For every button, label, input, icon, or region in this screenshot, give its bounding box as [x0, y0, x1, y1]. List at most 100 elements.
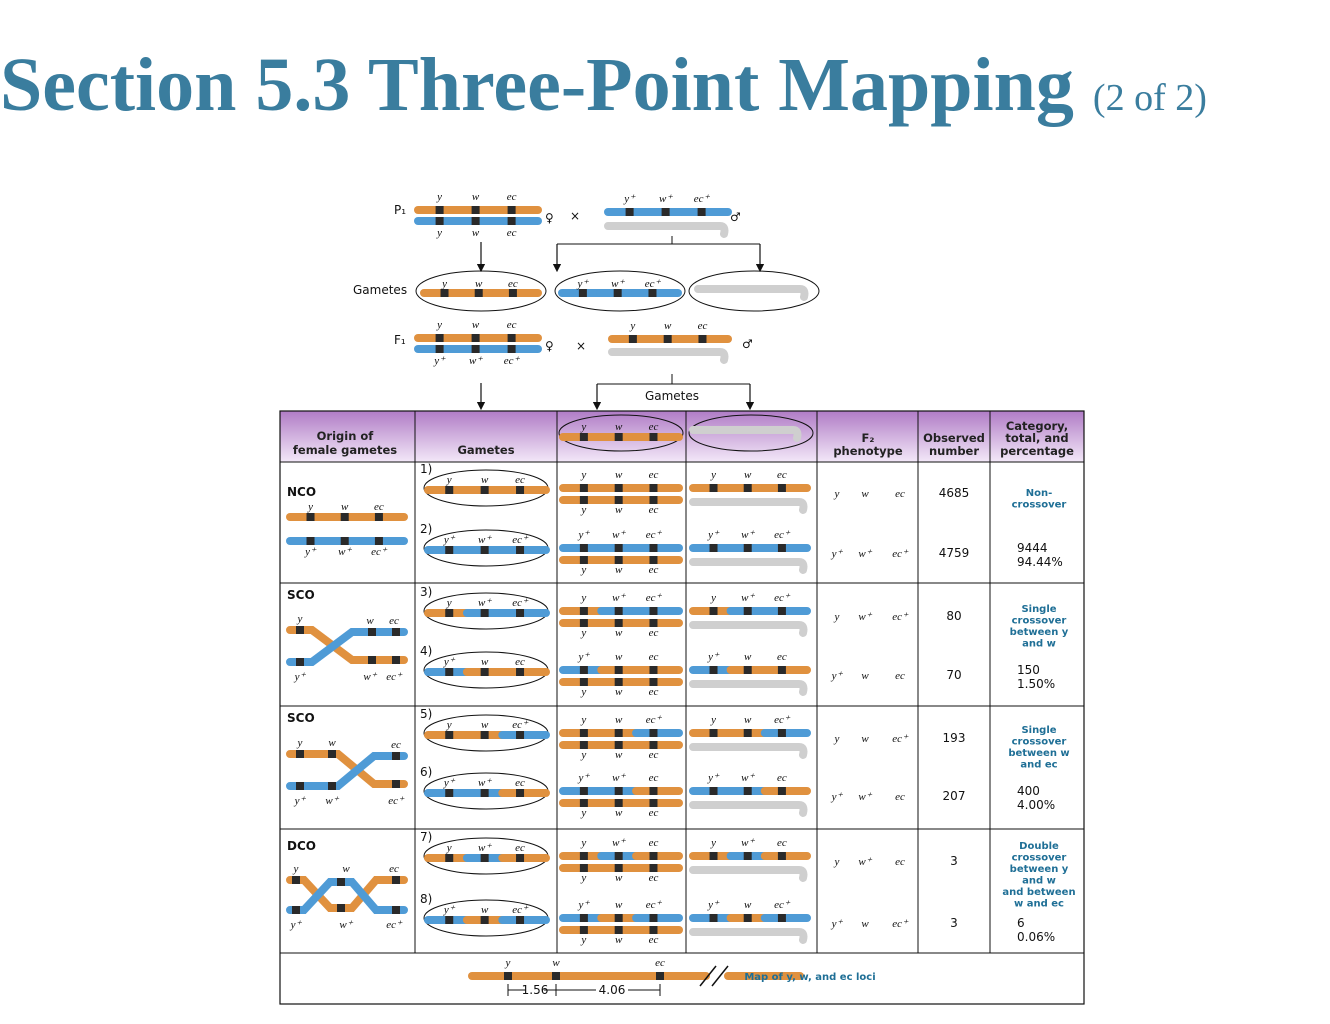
row-phenotype-allele: w⁺ [858, 791, 872, 803]
row-phenotype-allele: ec [895, 488, 905, 500]
category-line: between y [1010, 627, 1069, 638]
locus-band [445, 546, 454, 554]
locus-band [709, 666, 718, 674]
row-f2-paternal-allele-label: w [615, 749, 623, 761]
f1-male-allele-label: ec [698, 320, 708, 332]
row-phenotype-allele: w⁺ [858, 548, 872, 560]
locus-band [445, 609, 454, 617]
row-number-7: 7) [420, 830, 432, 844]
row-phenotype-allele: y⁺ [831, 670, 844, 682]
sco2-allele-label: w⁺ [325, 795, 339, 807]
row-male-y-chromosome-3 [689, 621, 808, 637]
locus-band [435, 345, 444, 353]
row-f2-paternal-allele-label: w [615, 504, 623, 516]
category-line: crossover [1012, 500, 1067, 511]
p1-female-allele-label: y [436, 227, 442, 239]
category-line: Single [1021, 604, 1056, 615]
row-f2-allele-label: y⁺ [578, 651, 591, 663]
group-total-2: 150 [1017, 663, 1040, 677]
row-phenotype-allele: w [861, 918, 869, 930]
locus-band [579, 926, 588, 934]
f1-female-allele-label: ec⁺ [504, 355, 521, 367]
locus-band [777, 666, 786, 674]
locus-band [649, 484, 658, 492]
dco-allele-label: ec [389, 863, 399, 875]
locus-band [579, 729, 588, 737]
row-male-allele-label: y [710, 714, 716, 726]
row-male-allele-label: ec [777, 651, 787, 663]
row-phenotype-allele: ec [895, 791, 905, 803]
sco2-locus-band [392, 752, 400, 760]
gamete-oval-male-x [554, 270, 686, 312]
row-male-y-chromosome-4 [689, 680, 808, 696]
row-gamete-allele-label: w⁺ [478, 777, 492, 789]
locus-band [507, 217, 516, 225]
dco-allele-label: y [293, 863, 299, 875]
group-percent-4: 0.06% [1017, 930, 1055, 944]
gamete-female-allele-label: w [475, 278, 483, 290]
category-line: Single [1021, 725, 1056, 736]
gamete-male-allele-label: y⁺ [577, 278, 590, 290]
row-phenotype-allele: w⁺ [858, 856, 872, 868]
row-f2-allele-label: w⁺ [612, 529, 626, 541]
group-label-1: NCO [287, 485, 316, 499]
group-label-3: SCO [287, 711, 315, 725]
locus-band [306, 537, 315, 545]
category-line: and ec [1020, 760, 1057, 771]
locus-band [579, 619, 588, 627]
locus-band [471, 334, 480, 342]
row-f2-allele-label: ec [649, 837, 659, 849]
row-f2-allele-label: ec⁺ [646, 592, 663, 604]
nco-allele-label: ec [374, 501, 384, 513]
row-male-y-chromosome-8 [689, 928, 808, 944]
locus-band [579, 607, 588, 615]
dco-locus-band [392, 876, 400, 884]
map-locus-band [656, 972, 664, 980]
locus-band [663, 335, 672, 343]
locus-band [743, 484, 752, 492]
table-border [279, 410, 1085, 1005]
locus-band [743, 787, 752, 795]
locus-band [471, 206, 480, 214]
row-male-allele-label: w [744, 651, 752, 663]
locus-band [435, 334, 444, 342]
row-phenotype-allele: y [834, 611, 840, 623]
group-label-4: DCO [287, 839, 316, 853]
f1-female-allele-label: y⁺ [433, 355, 446, 367]
locus-band [579, 741, 588, 749]
row-f2-paternal-allele-label: y [580, 627, 586, 639]
row-phenotype-allele: ec⁺ [892, 611, 909, 623]
locus-band [743, 729, 752, 737]
header-observed-line2: number [929, 444, 979, 458]
p1-female-allele-label: w [472, 227, 480, 239]
sco1-locus-band [368, 628, 376, 636]
header-phenotype-line2: phenotype [833, 444, 903, 458]
row-male-allele-label: w [744, 469, 752, 481]
row-gamete-allele-label: y [446, 719, 452, 731]
category-line: crossover [1012, 853, 1067, 864]
row-gamete-allele-label: ec [515, 777, 525, 789]
locus-band [340, 537, 349, 545]
locus-band [579, 544, 588, 552]
locus-band [306, 513, 315, 521]
locus-band [614, 914, 623, 922]
locus-band [516, 916, 525, 924]
map-allele-label: ec [655, 957, 665, 969]
sco1-allele-label: w⁺ [363, 671, 377, 683]
locus-band [777, 607, 786, 615]
sco2-locus-band [328, 750, 336, 758]
row-male-y-chromosome-1 [689, 498, 808, 514]
header-origin-line1: Origin of [317, 429, 375, 443]
locus-band [579, 433, 588, 441]
row-male-y-chromosome-6 [689, 801, 808, 817]
locus-band [579, 484, 588, 492]
row-gamete-allele-label: ec [515, 842, 525, 854]
row-male-allele-label: y⁺ [707, 651, 720, 663]
row-f2-paternal-allele-label: ec [649, 627, 659, 639]
row-phenotype-allele: y [834, 856, 840, 868]
f1-cross-symbol: × [576, 339, 586, 353]
dco-locus-band [292, 906, 300, 914]
map-locus-band [504, 972, 512, 980]
row-male-allele-label: ec [777, 469, 787, 481]
